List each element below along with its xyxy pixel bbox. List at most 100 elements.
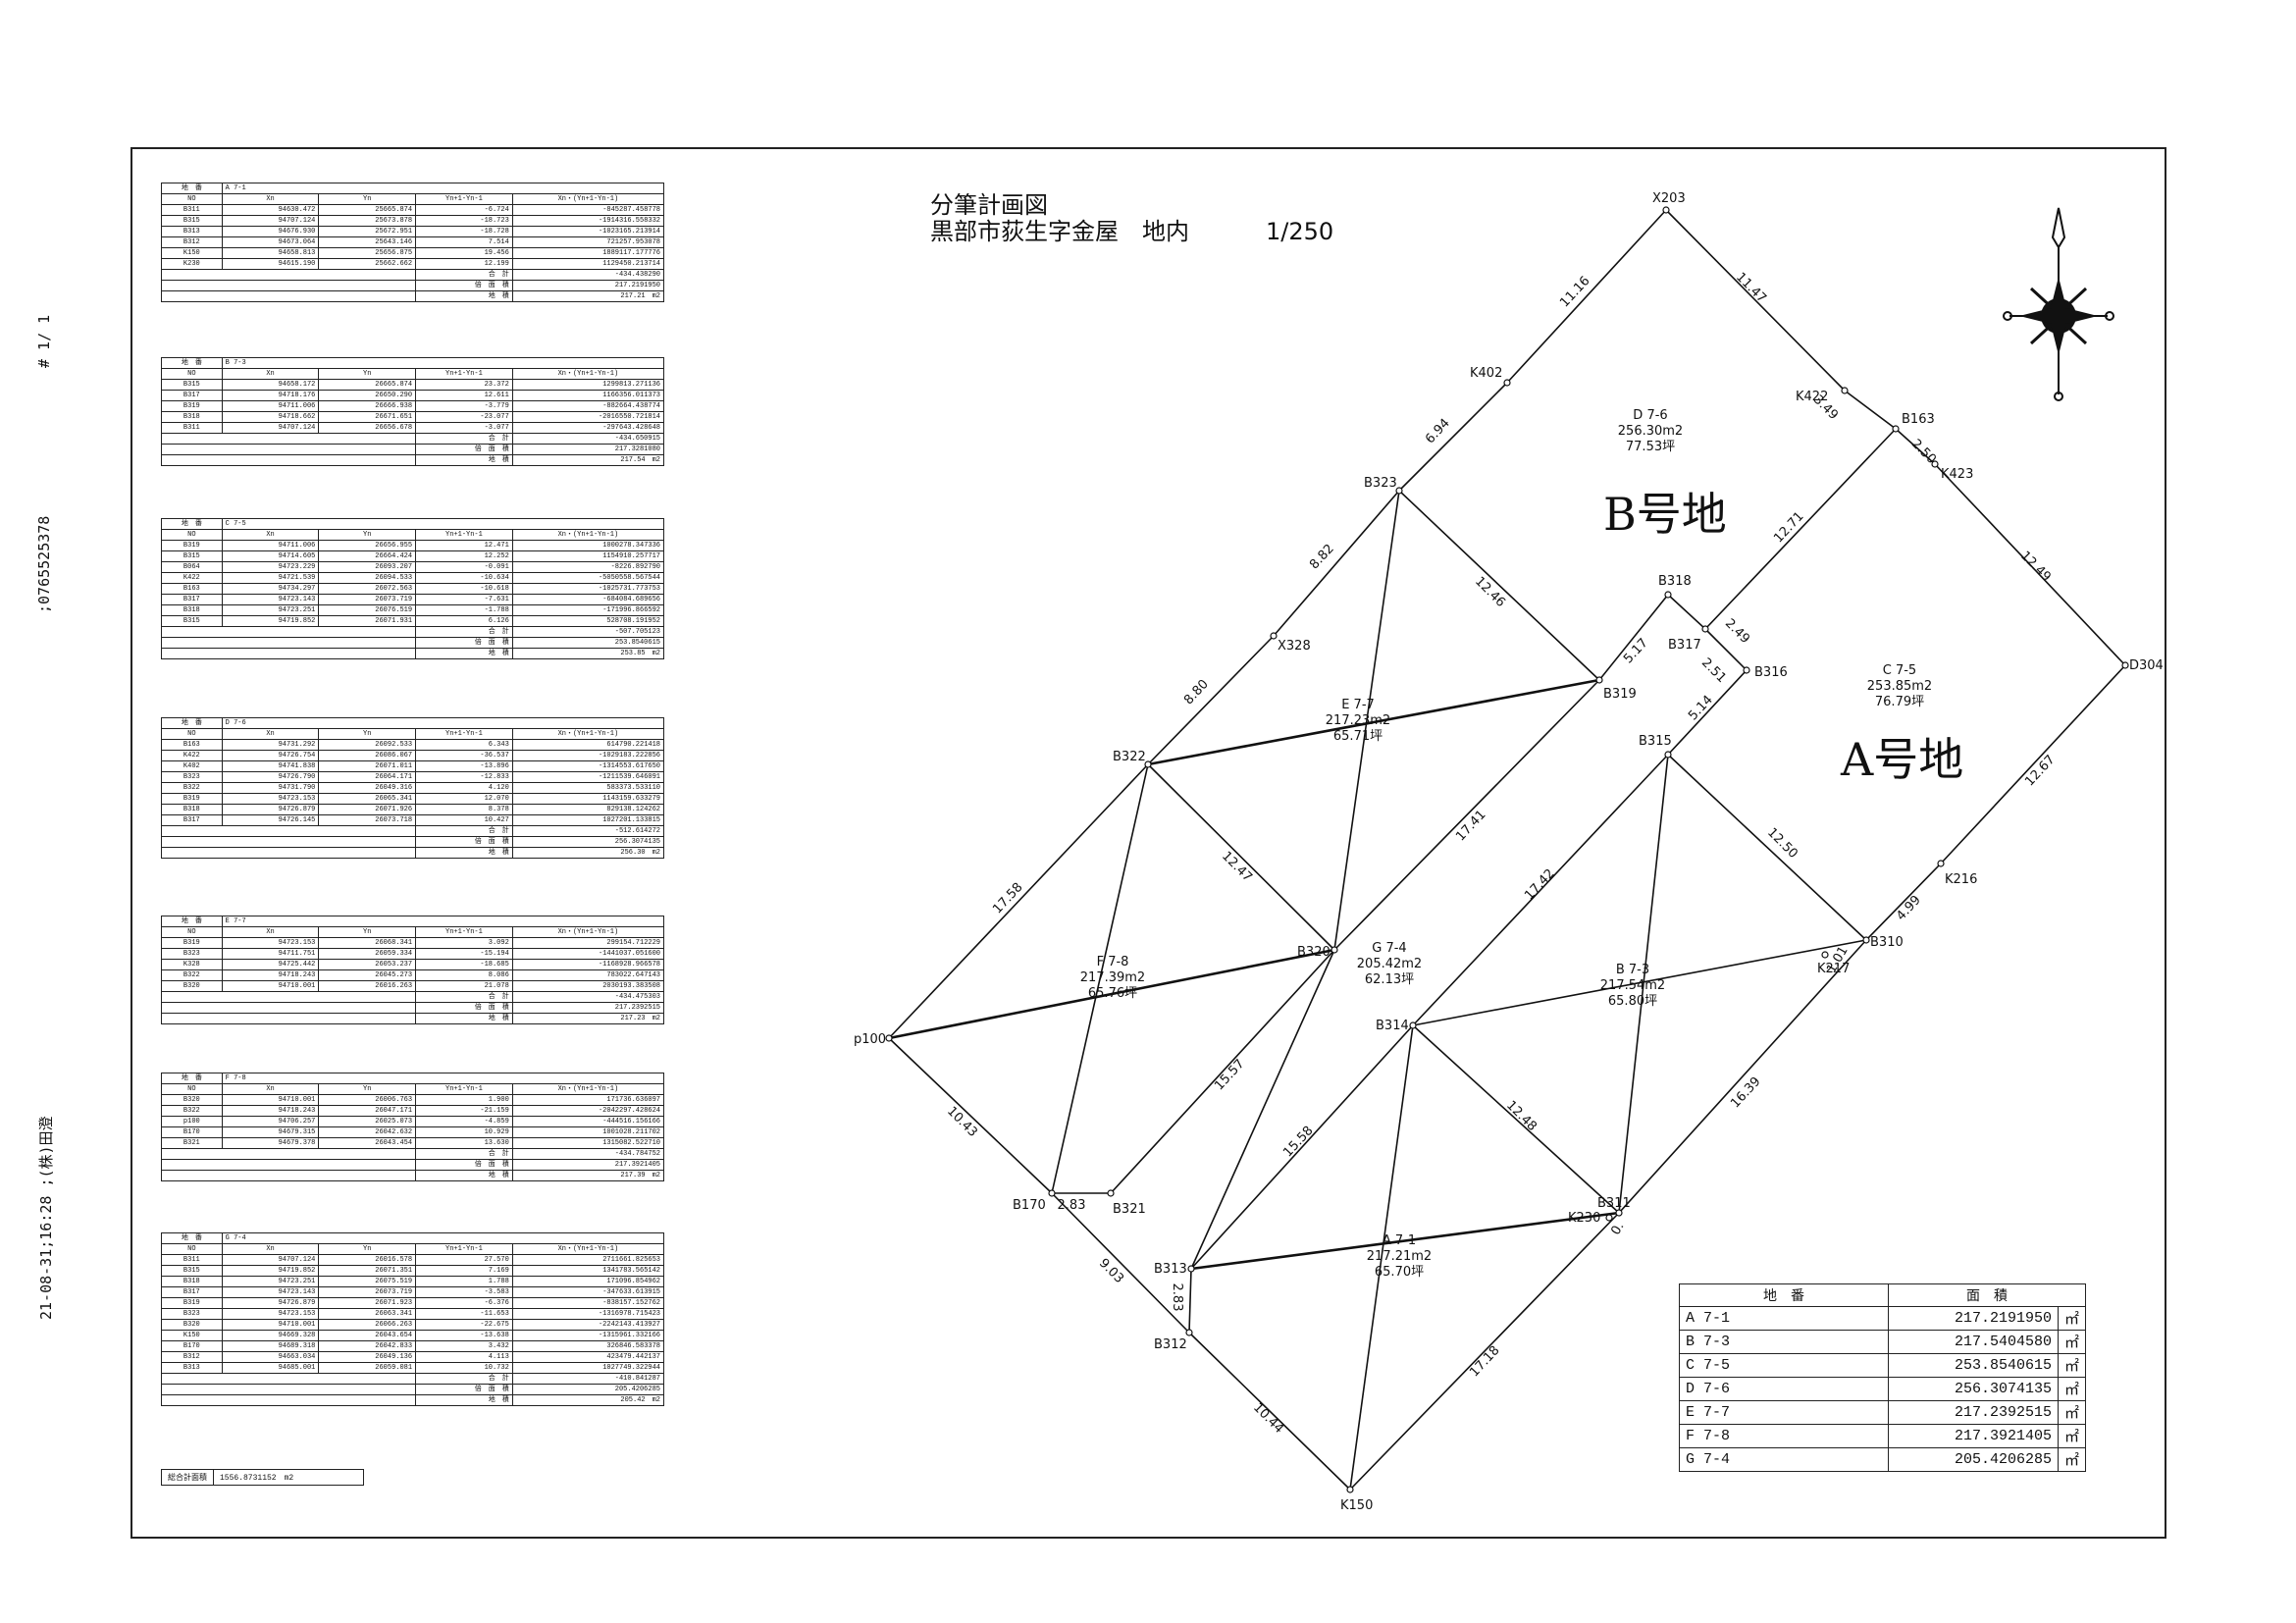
survey-point-label: B310 (1870, 935, 1904, 950)
summary-blank (160, 847, 417, 859)
area-table-header-lot: 地 番 (1679, 1283, 1889, 1307)
summary-value: 217.23 m2 (511, 1013, 665, 1024)
survey-point-label: B313 (1154, 1262, 1187, 1277)
boundary-line (1667, 669, 1748, 756)
summary-label: 地 積 (415, 1170, 513, 1181)
survey-point-label: K422 (1796, 390, 1828, 404)
distance-label: 2.83 (1058, 1198, 1086, 1213)
boundary-line (1051, 763, 1149, 1194)
survey-point-label: B320 (1297, 945, 1331, 960)
lot-tsubo-label: 62.13坪 (1365, 972, 1414, 987)
survey-point-marker (1841, 387, 1849, 394)
survey-point-marker (1048, 1189, 1056, 1197)
distance-label: 5.17 (1621, 636, 1651, 666)
area-lot: D 7-6 (1679, 1377, 1889, 1401)
survey-point-marker (1503, 379, 1511, 387)
area-lot: A 7-1 (1679, 1306, 1889, 1331)
boundary-line (1147, 678, 1600, 766)
lot-id-label: A 7-1 (1383, 1233, 1416, 1248)
area-value: 217.2392515 (1888, 1400, 2059, 1425)
boundary-line (1147, 635, 1275, 765)
summary-value: 205.42 m2 (511, 1394, 665, 1406)
survey-point-label: B170 (1013, 1198, 1046, 1213)
area-lot: C 7-5 (1679, 1353, 1889, 1378)
boundary-line (1190, 1211, 1620, 1271)
survey-point-marker (1185, 1329, 1193, 1336)
survey-point-label: K230 (1568, 1211, 1600, 1226)
lot-tsubo-label: 65.71坪 (1333, 729, 1383, 744)
boundary-line (1188, 1268, 1192, 1334)
boundary-line (1618, 754, 1669, 1214)
boundary-line (1398, 382, 1508, 492)
summary-value: 217.21 m2 (511, 290, 665, 302)
survey-point-marker (1664, 751, 1672, 759)
summary-blank (160, 648, 417, 659)
area-lot: F 7-8 (1679, 1424, 1889, 1448)
boundary-line (1940, 664, 2126, 864)
title-line-1: 分筆計画図 (930, 191, 1048, 219)
survey-point-marker (1605, 1214, 1613, 1222)
lot-id-label: G 7-4 (1372, 941, 1406, 956)
survey-point-label: X203 (1652, 191, 1686, 206)
summary-value: 256.30 m2 (511, 847, 665, 859)
distance-label: 10.43 (944, 1104, 980, 1140)
distance-label: 11.47 (1733, 270, 1769, 306)
survey-point-marker (1270, 632, 1278, 640)
survey-point-label: B322 (1113, 750, 1146, 764)
survey-point-label: K217 (1817, 962, 1850, 976)
area-unit: ㎡ (2057, 1377, 2087, 1401)
survey-point-label: K150 (1340, 1498, 1373, 1513)
boundary-line (1398, 490, 1600, 681)
area-value: 256.3074135 (1888, 1377, 2059, 1401)
summary-blank (160, 1013, 417, 1024)
survey-point-label: X328 (1278, 639, 1311, 654)
summary-row: 合 計-434.475303 (160, 991, 665, 1003)
boundary-line (1190, 949, 1335, 1270)
lot-area-label: 205.42m2 (1357, 957, 1422, 971)
summary-value: 217.54 m2 (511, 454, 665, 466)
survey-point-marker (1743, 666, 1750, 674)
distance-label: 15.57 (1212, 1057, 1247, 1093)
boundary-line (1412, 939, 1867, 1026)
survey-point-marker (1595, 676, 1603, 684)
survey-point-label: K423 (1941, 467, 1973, 482)
boundary-line (1188, 1332, 1351, 1491)
boundary-line (1110, 949, 1335, 1194)
grand-total-table: 総合計面積 1556.8731152 m2 (161, 1469, 364, 1486)
boundary-line (1667, 594, 1706, 630)
boundary-line (1273, 490, 1400, 637)
survey-point-marker (1664, 591, 1672, 599)
lot-tsubo-label: 65.70坪 (1375, 1265, 1424, 1280)
table-cell: 94673.064 (221, 236, 320, 248)
lot-id-label: F 7-8 (1097, 955, 1129, 969)
survey-point-label: B314 (1376, 1019, 1409, 1033)
distance-label: 12.49 (2017, 549, 2054, 585)
drawing-frame (130, 147, 2166, 1539)
handwritten-a-lot: A号地 (1840, 733, 1963, 786)
survey-point-label: B317 (1668, 638, 1701, 653)
lot-tsubo-label: 76.79坪 (1875, 695, 1924, 709)
lot-area-label: 256.30m2 (1618, 424, 1683, 439)
survey-point-marker (1615, 1209, 1623, 1217)
survey-point-marker (1931, 460, 1939, 468)
